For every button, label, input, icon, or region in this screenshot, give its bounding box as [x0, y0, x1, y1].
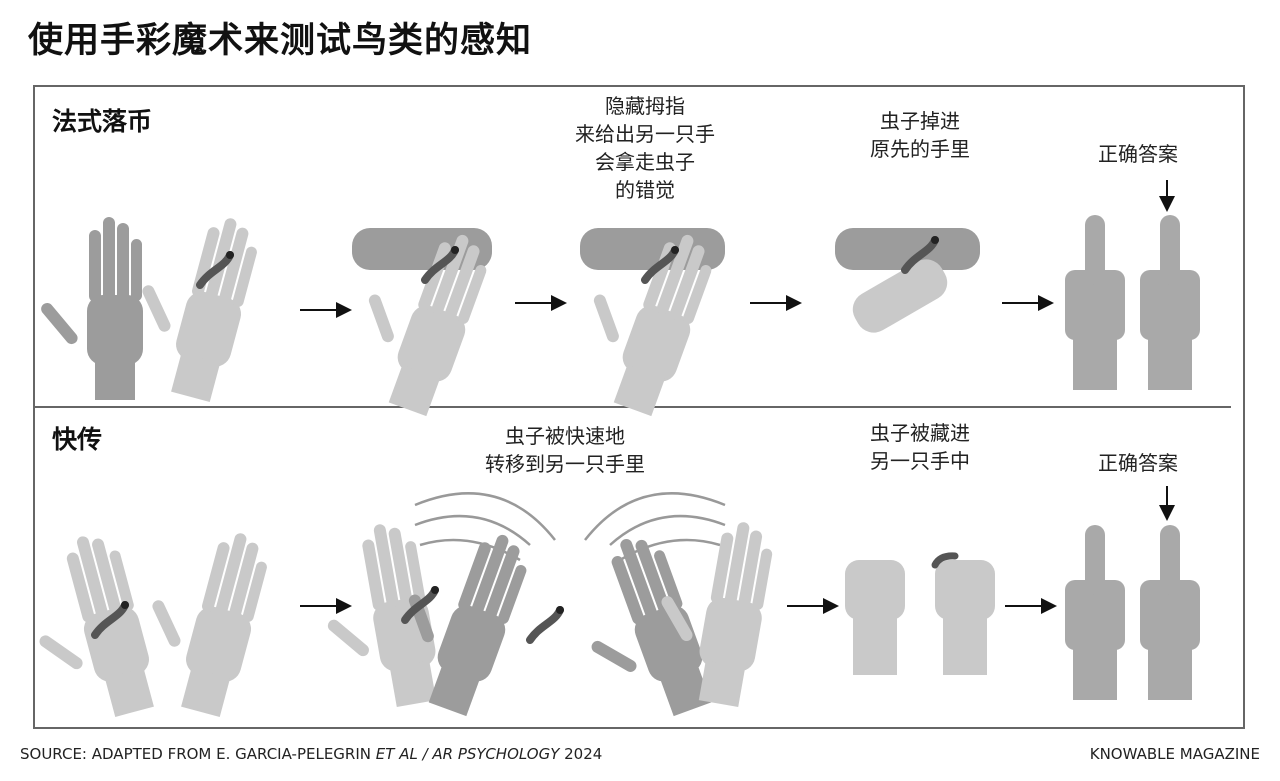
caption-line: 来给出另一只手	[575, 122, 715, 146]
caption-hide-thumb: 隐藏拇指 来给出另一只手 会拿走虫子 的错觉	[545, 92, 745, 204]
fast-pass-hand-3	[558, 527, 719, 736]
caption-line: 的错觉	[615, 178, 675, 202]
caption-line: 正确答案	[1098, 142, 1178, 166]
worm-icon	[931, 552, 959, 569]
closed-hand-right-2	[1140, 525, 1200, 700]
fist-right	[935, 560, 995, 675]
caption-line: 另一只手中	[870, 449, 970, 473]
fist-left	[845, 560, 905, 675]
caption-line: 原先的手里	[870, 137, 970, 161]
page-title: 使用手彩魔术来测试鸟类的感知	[28, 21, 533, 61]
arrow-icon	[300, 180, 1175, 318]
source-italic: ET AL / AR PSYCHOLOGY	[375, 745, 560, 763]
closed-hand-right	[1140, 215, 1200, 390]
caption-line: 正确答案	[1098, 451, 1178, 475]
hand-drop-worm	[852, 259, 948, 333]
hand-open-left	[38, 217, 143, 400]
caption-correct-answer-1: 正确答案	[1068, 140, 1208, 168]
motion-lines-right	[584, 492, 726, 562]
caption-fast-transfer: 虫子被快速地 转移到另一只手里	[445, 422, 685, 478]
hand-top	[835, 228, 980, 270]
source-credit: SOURCE: ADAPTED FROM E. GARCIA-PELEGRIN …	[20, 745, 602, 763]
caption-line: 虫子被快速地	[505, 424, 625, 448]
source-year: 2024	[559, 745, 603, 763]
arrow-icon	[300, 486, 1175, 614]
worm-icon	[530, 606, 564, 640]
caption-worm-hidden: 虫子被藏进 另一只手中	[840, 419, 1000, 475]
closed-hand-left-2	[1065, 525, 1125, 700]
caption-worm-drops: 虫子掉进 原先的手里	[840, 107, 1000, 163]
caption-line: 虫子掉进	[880, 109, 960, 133]
source-text: SOURCE: ADAPTED FROM E. GARCIA-PELEGRIN	[20, 745, 376, 763]
caption-line: 虫子被藏进	[870, 421, 970, 445]
open-palm-left	[13, 527, 162, 732]
caption-line: 转移到另一只手里	[485, 452, 645, 476]
caption-line: 隐藏拇指	[605, 94, 685, 118]
brand-credit: KNOWABLE MAGAZINE	[1089, 745, 1260, 763]
caption-correct-answer-2: 正确答案	[1068, 449, 1208, 477]
caption-line: 会拿走虫子	[595, 150, 695, 174]
closed-hand-left	[1065, 215, 1125, 390]
section-label-fast-pass: 快传	[52, 425, 103, 454]
section-label-french-drop: 法式落币	[52, 107, 153, 136]
diagram-frame	[33, 85, 1245, 729]
